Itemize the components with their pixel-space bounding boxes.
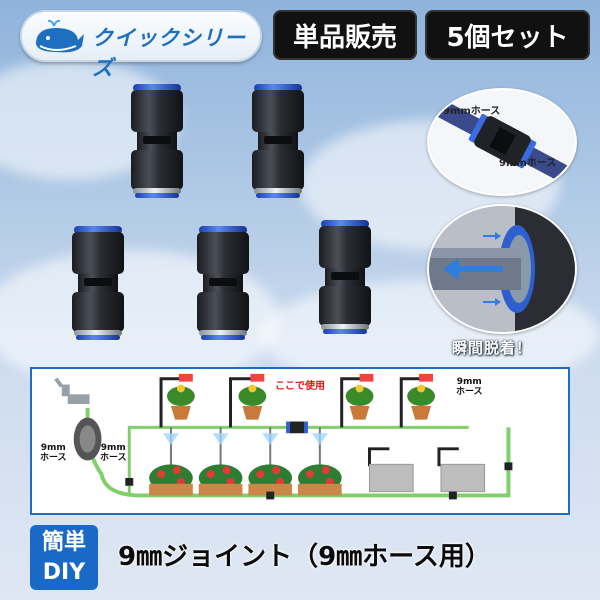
connector-product (248, 82, 308, 200)
use-here-label: ここで使用 (275, 381, 325, 392)
hose-label-top: 9mmホース (443, 106, 501, 117)
hose-label-bottom: 9mmホース (499, 158, 557, 169)
connector-product (127, 82, 187, 200)
connector-product (315, 218, 375, 336)
hose-label-left: 9mm ホース (40, 443, 67, 463)
diy-line-1: 簡単 (41, 530, 86, 555)
easy-diy-badge: 簡単 DIY (30, 525, 98, 590)
hose-label-right: 9mm ホース (456, 377, 483, 397)
five-pack-badge: 5個セット (425, 10, 590, 60)
connector-product (68, 224, 128, 342)
whale-icon (36, 19, 84, 53)
zoom-hose-connection: 9mmホース 9mmホース (427, 88, 577, 196)
irrigation-diagram (30, 367, 570, 515)
single-sale-badge: 単品販売 (273, 10, 417, 60)
instant-release-caption: 瞬間脱着！ (452, 339, 533, 357)
zoom-release-mechanism (427, 204, 577, 334)
series-name: クイックシリーズ (92, 26, 246, 80)
product-title: 9㎜ジョイント（9㎜ホース用） (118, 542, 491, 572)
hose-label-mid: 9mm ホース (100, 443, 127, 463)
diy-line-2: DIY (42, 560, 86, 585)
series-badge: クイックシリーズ (20, 10, 262, 80)
connector-product (193, 224, 253, 342)
